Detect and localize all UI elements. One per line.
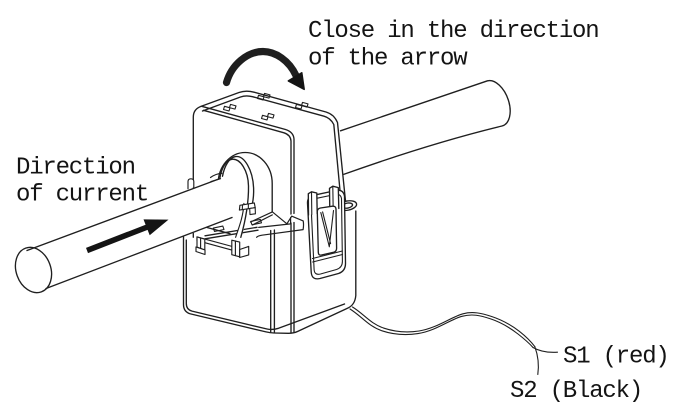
svg-text:S2 (Black): S2 (Black) xyxy=(510,378,642,405)
svg-text:of the arrow: of the arrow xyxy=(308,46,468,73)
svg-text:Direction: Direction xyxy=(16,155,135,182)
svg-text:Close in the direction: Close in the direction xyxy=(308,18,598,45)
svg-text:S1 (red): S1 (red) xyxy=(563,344,669,371)
svg-text:of current: of current xyxy=(16,182,148,209)
